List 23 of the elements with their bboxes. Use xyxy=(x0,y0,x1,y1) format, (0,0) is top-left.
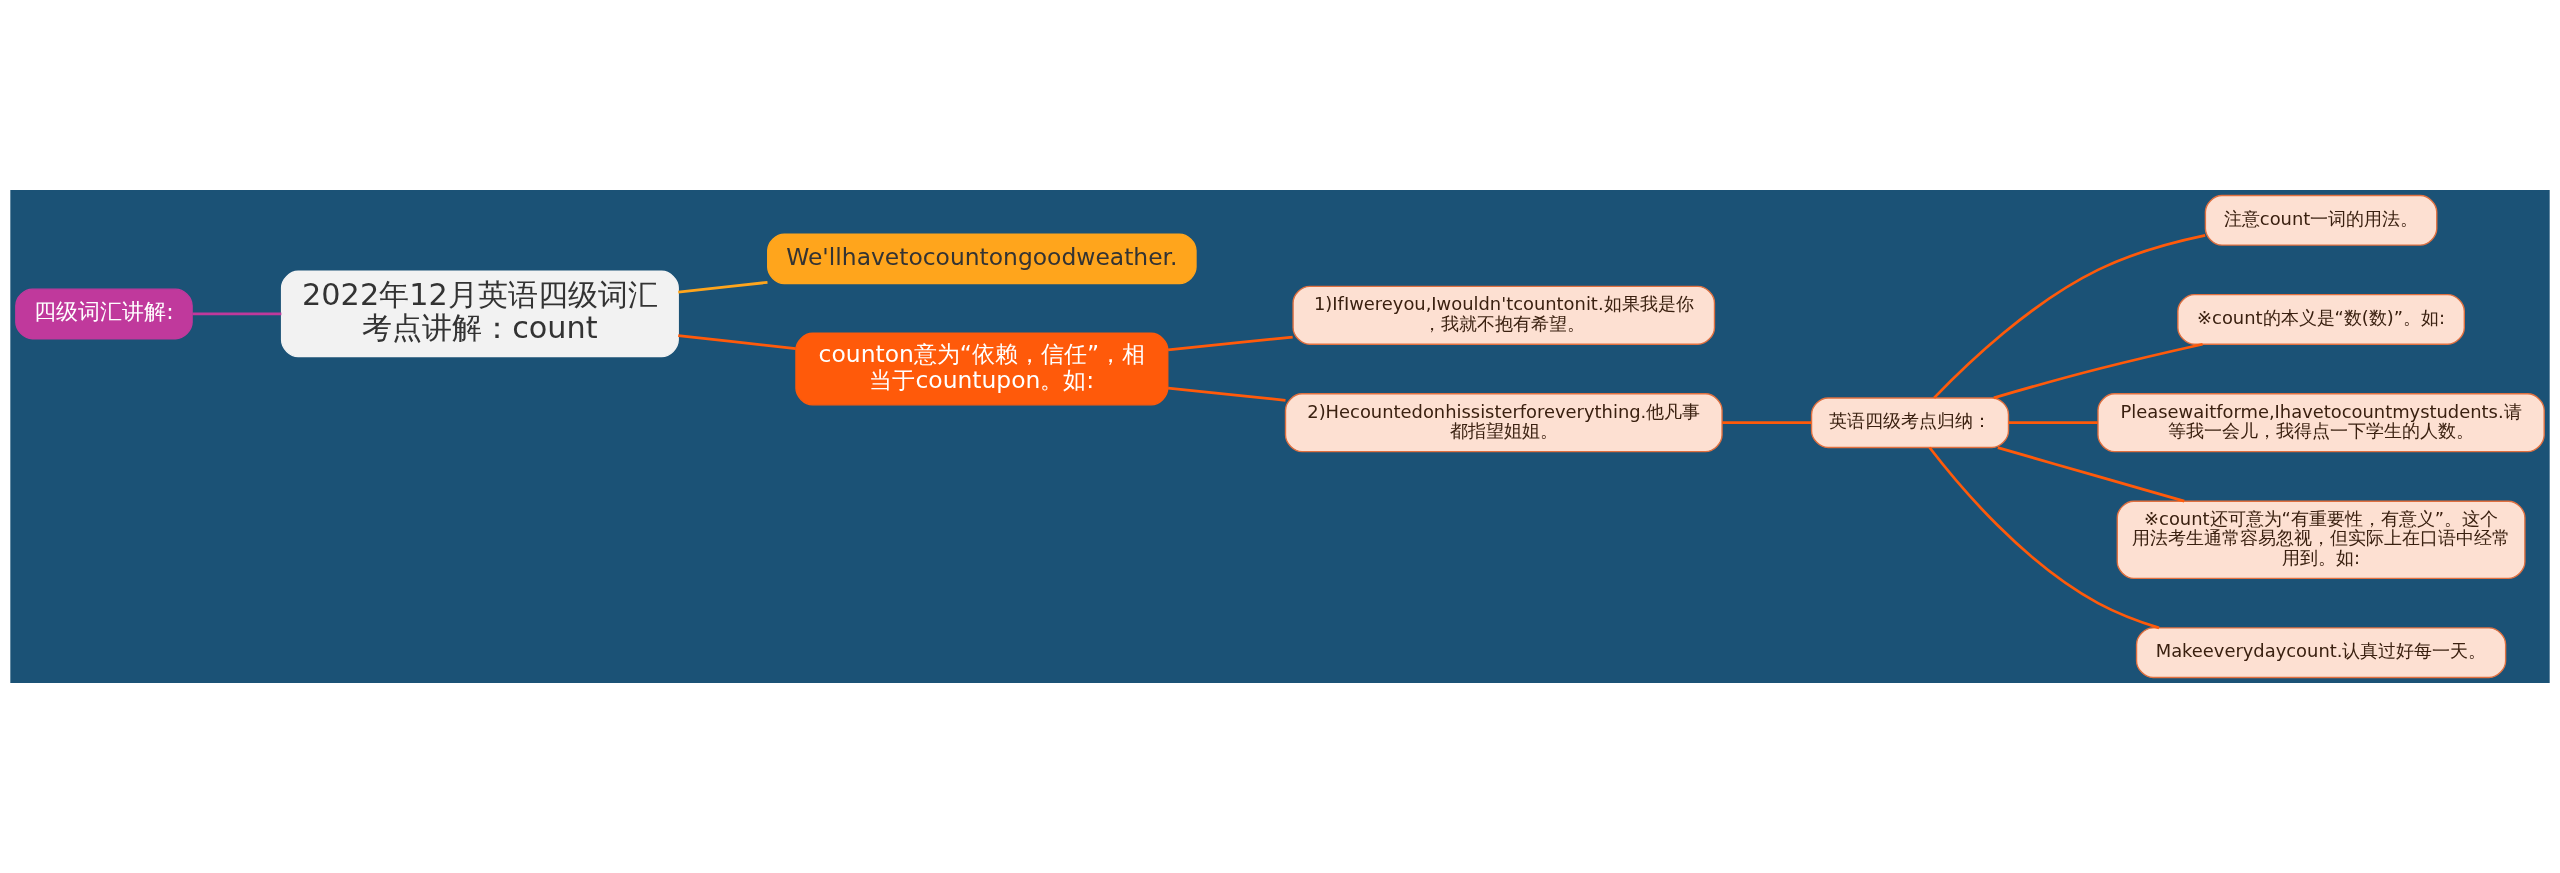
connector xyxy=(678,334,796,350)
connector xyxy=(1993,342,2203,400)
node-box: 1)IfIwereyou,Iwouldn'tcountonit.如果我是你，我就不抱有希望。 xyxy=(1292,285,1716,345)
node-box: 2022年12月英语四级词汇考点讲解：count xyxy=(280,270,679,358)
connector xyxy=(1167,386,1286,402)
node-box: ※count的本义是“数(数)”。如: xyxy=(2177,293,2465,345)
connector xyxy=(1167,335,1293,352)
node-box: Pleasewaitforme,Ihavetocountmystudents.请等我一会儿，我得点一下学生的人数。 xyxy=(2097,393,2545,453)
connector xyxy=(678,281,768,294)
node-box: 四级词汇讲解: xyxy=(15,288,193,340)
node-box: We'llhavetocountongoodweather. xyxy=(767,233,1197,285)
connector xyxy=(2008,421,2098,425)
connector xyxy=(192,312,282,316)
node-box: 英语四级考点归纳： xyxy=(1810,397,2010,449)
node-box: ※count还可意为“有重要性，有意义”。这个用法考生通常容易忽视，但实际上在口语中经常用到。如: xyxy=(2116,500,2526,580)
node-box: counton意为“依赖，信任”，相当于countupon。如: xyxy=(795,332,1169,406)
connector xyxy=(1997,446,2185,503)
connector xyxy=(1933,234,2206,399)
connector xyxy=(1928,446,2160,630)
node-box: 注意count一词的用法。 xyxy=(2204,194,2438,246)
connector xyxy=(1722,421,1812,425)
node-box: Makeeverydaycount.认真过好每一天。 xyxy=(2135,627,2507,679)
node-box: 2)Hecountedonhissisterforeverything.他凡事都指望姐姐。 xyxy=(1284,393,1723,453)
